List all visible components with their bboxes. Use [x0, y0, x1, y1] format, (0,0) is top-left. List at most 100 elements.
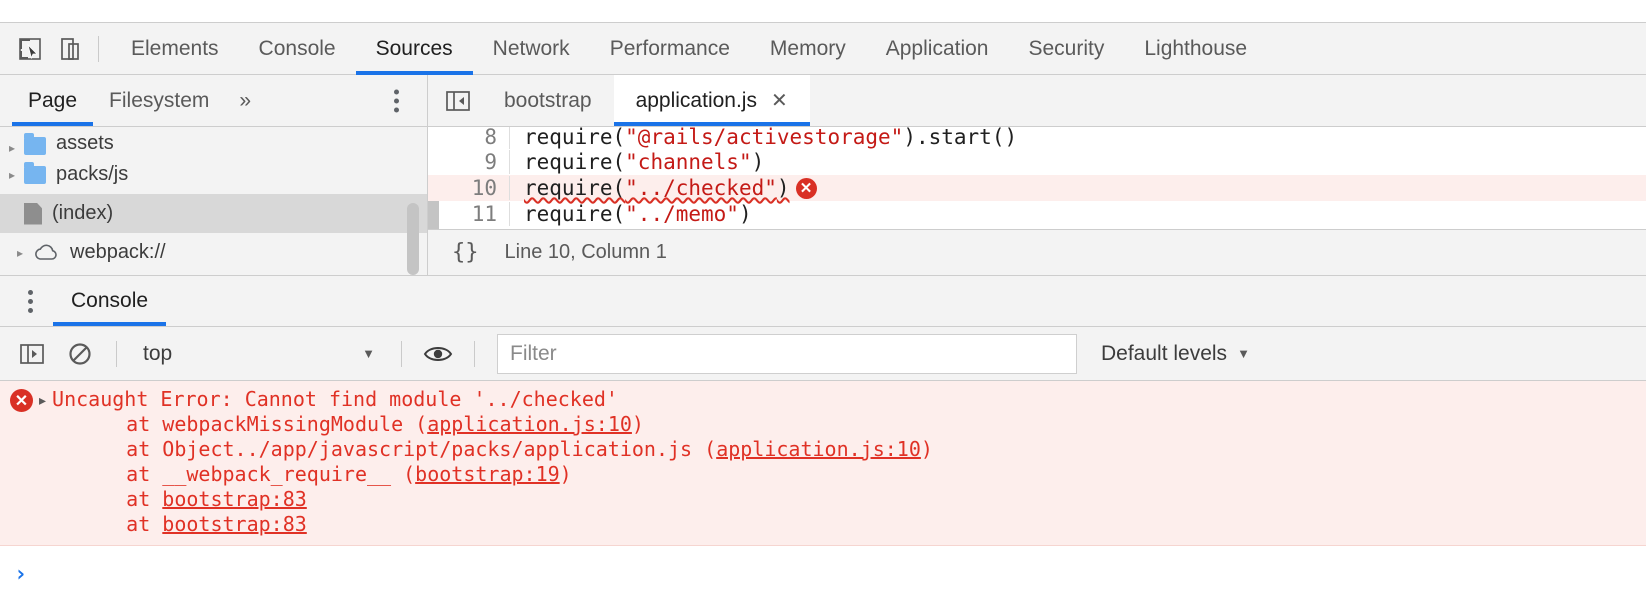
navigator-more-options-icon[interactable]: [388, 83, 405, 118]
clear-console-icon[interactable]: [58, 332, 102, 376]
console-prompt-input[interactable]: [27, 559, 1646, 589]
code-line: 8 require("@rails/activestorage").start(…: [428, 127, 1646, 149]
tree-item-label: assets: [56, 132, 114, 154]
file-tree: ▸ assets ▸ packs/js ▸ (index) ▸: [0, 127, 427, 275]
code-string-token: "channels": [625, 150, 752, 174]
code-editor[interactable]: 8 require("@rails/activestorage").start(…: [428, 127, 1646, 229]
expand-triangle-icon[interactable]: ▸: [8, 167, 16, 182]
live-expression-eye-icon[interactable]: [416, 332, 460, 376]
console-context-value: top: [143, 341, 173, 365]
tab-application[interactable]: Application: [885, 36, 989, 60]
console-log-levels-selector[interactable]: Default levels ▼: [1101, 342, 1250, 366]
console-context-selector[interactable]: top ▼: [131, 333, 387, 375]
folder-icon: [24, 133, 46, 155]
navigator-scrollbar[interactable]: [407, 203, 419, 275]
stack-frame: at __webpack_require__ (bootstrap:19): [0, 462, 1646, 487]
log-levels-label: Default levels: [1101, 341, 1228, 365]
expand-triangle-icon[interactable]: ▸: [8, 141, 16, 155]
device-toolbar-icon[interactable]: [50, 29, 90, 69]
code-token: require(: [524, 150, 626, 174]
stack-frame-text: at Object../app/javascript/packs/applica…: [78, 437, 717, 461]
stack-frame: at bootstrap:83: [0, 487, 1646, 512]
nav-tab-page[interactable]: Page: [12, 75, 93, 126]
code-string-token: "../checked": [625, 176, 777, 200]
expand-triangle-icon[interactable]: ▸: [16, 245, 24, 260]
sources-panel: Page Filesystem » ▸ assets ▸ packs/js: [0, 75, 1646, 275]
tree-item-assets[interactable]: ▸ assets: [0, 127, 427, 155]
line-number: 9: [428, 150, 510, 174]
stack-frame-text: at: [78, 487, 163, 511]
code-text: require("../memo"): [524, 202, 752, 226]
tab-network[interactable]: Network: [492, 36, 570, 60]
expand-triangle-icon[interactable]: ▸: [39, 392, 47, 408]
drawer-more-tools-icon[interactable]: [18, 282, 43, 321]
code-token: require(: [524, 127, 626, 149]
stack-frame-link[interactable]: application.js:10: [716, 437, 921, 461]
stack-frame-link[interactable]: bootstrap:83: [162, 487, 307, 511]
stack-frame: at webpackMissingModule (application.js:…: [0, 412, 1646, 437]
line-number: 8: [428, 127, 510, 149]
console-prompt-row[interactable]: ›: [0, 546, 1646, 592]
tab-sources[interactable]: Sources: [356, 23, 473, 75]
code-text: require("../checked"): [524, 176, 790, 200]
chevron-down-icon: ▼: [1237, 346, 1250, 361]
toolbar-divider: [474, 340, 475, 367]
stack-frame-suffix: ): [920, 437, 933, 461]
stack-frame-text: at webpackMissingModule (: [78, 412, 428, 436]
tree-item-packs-js[interactable]: ▸ packs/js: [0, 155, 427, 194]
tab-memory[interactable]: Memory: [769, 36, 846, 60]
drawer-tab-console[interactable]: Console: [53, 276, 166, 326]
tab-console[interactable]: Console: [258, 36, 336, 60]
console-error-header: ✕ ▸ Uncaught Error: Cannot find module '…: [0, 387, 1646, 412]
stack-frame: at bootstrap:83: [0, 512, 1646, 537]
tab-security[interactable]: Security: [1028, 36, 1105, 60]
tree-item-label: packs/js: [56, 163, 129, 185]
editor-tab-application-js[interactable]: application.js ✕: [613, 75, 810, 126]
error-circle-icon: ✕: [10, 389, 33, 412]
code-token: ): [738, 202, 752, 226]
inspect-cursor-icon[interactable]: [10, 29, 50, 69]
tree-item-webpack[interactable]: ▸ webpack://: [0, 233, 427, 272]
stack-frame-suffix: ): [631, 412, 644, 436]
nav-more-tabs-icon[interactable]: »: [239, 88, 252, 112]
collapse-sidebar-icon[interactable]: [434, 75, 482, 126]
stack-frame-link[interactable]: bootstrap:19: [415, 462, 560, 486]
editor-tab-label: application.js: [635, 88, 757, 112]
tab-elements[interactable]: Elements: [131, 36, 219, 60]
code-line: 9 require("channels"): [428, 149, 1646, 175]
editor-tab-bootstrap[interactable]: bootstrap: [482, 75, 614, 126]
editor-scrollbar[interactable]: [428, 187, 439, 229]
toolbar-divider: [401, 340, 402, 367]
editor-status-bar: {} Line 10, Column 1: [428, 229, 1646, 275]
console-error-message[interactable]: ✕ ▸ Uncaught Error: Cannot find module '…: [0, 381, 1646, 546]
tree-item-label: (index): [52, 202, 114, 224]
close-icon[interactable]: ✕: [770, 89, 788, 112]
stack-frame-text: at __webpack_require__ (: [78, 462, 416, 486]
tree-item-index[interactable]: ▸ (index): [0, 194, 427, 233]
code-token: ): [751, 150, 765, 174]
stack-frame: at Object../app/javascript/packs/applica…: [0, 437, 1646, 462]
code-string-token: "../memo": [625, 202, 739, 226]
tab-performance[interactable]: Performance: [609, 36, 730, 60]
code-line: 11 require("../memo"): [428, 201, 1646, 227]
nav-tab-filesystem[interactable]: Filesystem: [109, 88, 210, 112]
toolbar-divider: [116, 340, 117, 367]
toolbar-divider: [98, 35, 99, 62]
console-error-text: Uncaught Error: Cannot find module '../c…: [52, 387, 618, 411]
editor-tab-label: bootstrap: [504, 88, 592, 112]
console-sidebar-icon[interactable]: [10, 332, 54, 376]
error-circle-icon[interactable]: ✕: [795, 177, 817, 199]
tab-lighthouse[interactable]: Lighthouse: [1144, 36, 1248, 60]
stack-frame-link[interactable]: bootstrap:83: [162, 512, 307, 536]
stack-frame-link[interactable]: application.js:10: [427, 412, 632, 436]
prompt-caret-icon: ›: [14, 561, 28, 587]
console-filter-input[interactable]: Filter: [497, 333, 1077, 374]
pretty-print-icon[interactable]: {}: [452, 240, 479, 265]
code-text: require("channels"): [524, 150, 764, 174]
cloud-icon: [32, 243, 62, 263]
tree-item-label: webpack://: [70, 241, 166, 263]
code-token: require(: [524, 176, 626, 200]
code-text: require("@rails/activestorage").start(): [524, 127, 1017, 149]
main-toolbar: Elements Console Sources Network Perform…: [0, 22, 1646, 75]
code-token: require(: [524, 202, 626, 226]
